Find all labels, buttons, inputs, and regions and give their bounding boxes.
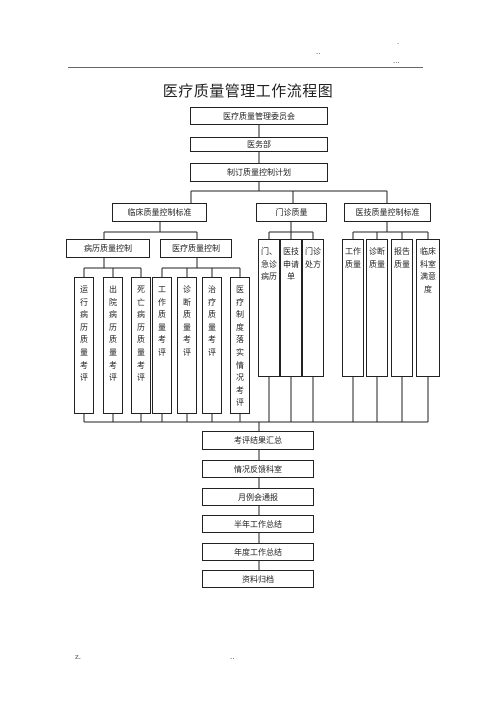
medical-item-work: 工作质量考评 xyxy=(152,277,172,414)
records-item-label: 出院病历质量考评 xyxy=(109,285,117,383)
medtech-item-label: 工作质量 xyxy=(345,247,361,269)
annual-summary-box: 年度工作总结 xyxy=(202,543,314,561)
records-control-box: 病历质量控制 xyxy=(66,239,150,258)
outpatient-item-label: 门、急诊病历 xyxy=(261,247,277,282)
records-item-discharge: 出院病历质量考评 xyxy=(103,277,123,414)
medtech-standard-box: 医技质量控制标准 xyxy=(344,203,431,222)
outpatient-item-records: 门、急诊病历 xyxy=(258,239,280,377)
outpatient-item-request: 医技申请单 xyxy=(280,239,302,377)
summary-box: 考评结果汇总 xyxy=(202,431,314,450)
medtech-item-label: 报告质量 xyxy=(394,247,410,269)
medtech-item-report: 报告质量 xyxy=(391,239,413,377)
archive-box: 资料归档 xyxy=(202,570,314,588)
monthly-report-box: 月例会通报 xyxy=(202,488,314,506)
page-title: 医疗质量管理工作流程图 xyxy=(162,82,334,100)
medical-item-regulation: 医疗制度落实情况考评 xyxy=(230,277,250,414)
medical-item-diagnosis: 诊断质量考评 xyxy=(177,277,197,414)
medtech-item-label: 诊断质量 xyxy=(369,247,385,269)
outpatient-item-label: 门诊处方 xyxy=(305,247,321,269)
medical-item-treatment: 治疗质量考评 xyxy=(202,277,222,414)
header-mark-right-top: . xyxy=(397,38,400,46)
medical-item-label: 诊断质量考评 xyxy=(183,285,191,357)
records-item-label: 死亡病历质量考评 xyxy=(137,285,145,383)
outpatient-item-prescription: 门诊处方 xyxy=(302,239,324,377)
medical-affairs-box: 医务部 xyxy=(190,137,328,152)
records-item-death: 死亡病历质量考评 xyxy=(131,277,151,414)
header-mark-right: ... xyxy=(393,57,400,65)
footer-mark-center: .. xyxy=(230,653,235,661)
medtech-item-satisfaction: 临床科室满意度 xyxy=(416,239,440,377)
plan-box: 制订质量控制计划 xyxy=(190,163,328,182)
outpatient-item-label: 医技申请单 xyxy=(283,247,299,282)
feedback-box: 情况反馈科室 xyxy=(202,460,314,478)
medical-item-label: 医疗制度落实情况考评 xyxy=(236,285,244,408)
header-rule xyxy=(68,67,423,68)
records-item-running: 运行病历质量考评 xyxy=(74,277,94,414)
medtech-item-label: 临床科室满意度 xyxy=(420,247,436,294)
medtech-item-work: 工作质量 xyxy=(342,239,364,377)
medtech-item-diagnosis: 诊断质量 xyxy=(366,239,388,377)
medical-item-label: 治疗质量考评 xyxy=(208,285,216,357)
footer-mark-left: z. xyxy=(75,653,81,661)
medical-control-box: 医疗质量控制 xyxy=(160,239,232,258)
header-mark-left: .. xyxy=(316,48,321,56)
outpatient-quality-box: 门诊质量 xyxy=(256,203,327,222)
records-item-label: 运行病历质量考评 xyxy=(80,285,88,383)
half-year-summary-box: 半年工作总结 xyxy=(202,515,314,533)
clinical-standard-box: 临床质量控制标准 xyxy=(112,203,207,222)
committee-box: 医疗质量管理委员会 xyxy=(190,107,328,125)
medical-item-label: 工作质量考评 xyxy=(158,285,166,357)
